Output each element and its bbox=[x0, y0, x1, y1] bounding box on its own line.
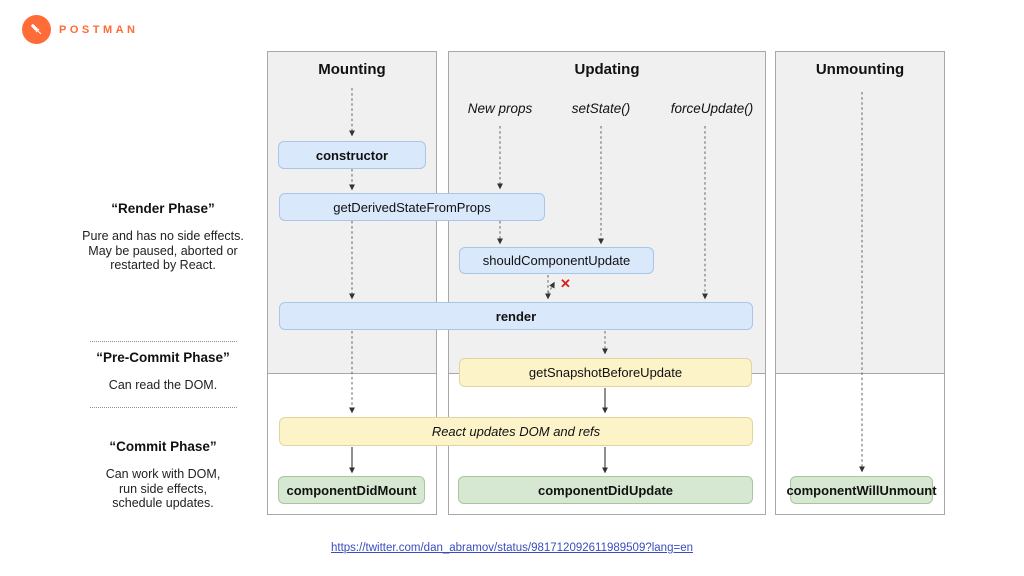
phase-render-title: “Render Phase” bbox=[111, 201, 215, 216]
column-title-mounting: Mounting bbox=[318, 61, 386, 78]
node-should-component-update: shouldComponentUpdate bbox=[459, 247, 654, 274]
phase-commit-description: Can work with DOM, run side effects, sch… bbox=[105, 467, 221, 510]
phase-render-description: Pure and has no side effects. May be pau… bbox=[82, 229, 244, 272]
column-unmounting: Unmounting bbox=[775, 51, 945, 515]
phase-commit-title: “Commit Phase” bbox=[109, 439, 217, 454]
node-render: render bbox=[279, 302, 753, 330]
phase-pre-commit: “Pre-Commit Phase” Can read the DOM. bbox=[58, 350, 268, 393]
node-react-updates-dom: React updates DOM and refs bbox=[279, 417, 753, 446]
trigger-new-props: New props bbox=[467, 101, 533, 116]
phase-divider bbox=[90, 341, 237, 342]
trigger-set-state: setState() bbox=[571, 101, 631, 116]
phase-render: “Render Phase” Pure and has no side effe… bbox=[58, 201, 268, 273]
node-component-did-mount: componentDidMount bbox=[278, 476, 425, 504]
column-title-updating: Updating bbox=[574, 61, 640, 78]
node-get-snapshot-before-update: getSnapshotBeforeUpdate bbox=[459, 358, 752, 387]
update-blocked-icon: ✕ bbox=[560, 276, 571, 291]
trigger-force-update: forceUpdate() bbox=[670, 101, 754, 116]
render-phase-region bbox=[776, 52, 944, 374]
node-get-derived-state-from-props: getDerivedStateFromProps bbox=[279, 193, 545, 221]
node-component-will-unmount: componentWillUnmount bbox=[786, 476, 937, 504]
column-title-unmounting: Unmounting bbox=[815, 61, 905, 78]
postman-wordmark: POSTMAN bbox=[59, 23, 139, 36]
phase-commit: “Commit Phase” Can work with DOM, run si… bbox=[58, 439, 268, 511]
phase-divider bbox=[90, 407, 237, 408]
node-constructor: constructor bbox=[278, 141, 426, 169]
source-link[interactable]: https://twitter.com/dan_abramov/status/9… bbox=[331, 542, 693, 554]
postman-rocket-icon bbox=[22, 15, 51, 44]
postman-logo: POSTMAN bbox=[22, 15, 139, 44]
phase-pre-commit-title: “Pre-Commit Phase” bbox=[96, 350, 230, 365]
source-link-container: https://twitter.com/dan_abramov/status/9… bbox=[0, 542, 1024, 554]
node-component-did-update: componentDidUpdate bbox=[458, 476, 753, 504]
phase-pre-commit-description: Can read the DOM. bbox=[108, 378, 218, 392]
